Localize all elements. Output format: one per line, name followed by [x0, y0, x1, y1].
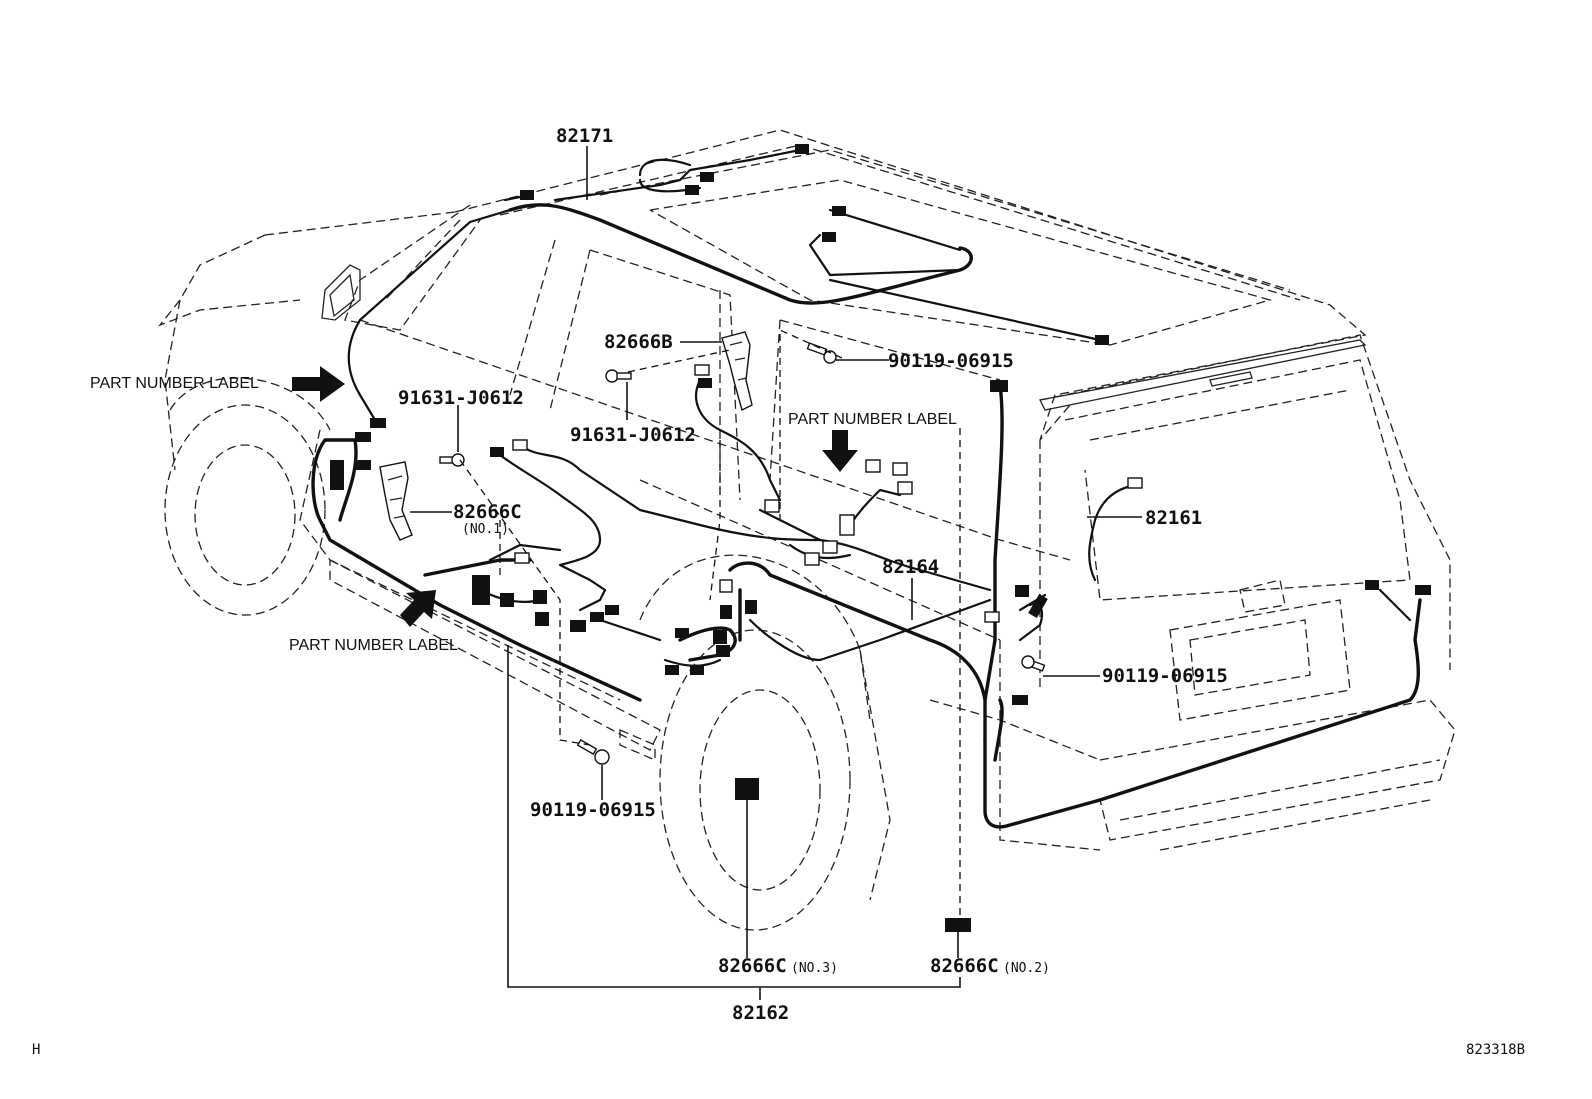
- part-label-90119-top: 90119-06915: [888, 350, 1014, 372]
- clip-icon: [379, 461, 413, 541]
- part-label-82161: 82161: [1145, 507, 1202, 529]
- part-label-90119-right: 90119-06915: [1102, 665, 1228, 687]
- arrow-icon: [822, 430, 858, 472]
- part-label-82162: 82162: [732, 1002, 789, 1024]
- part-label-82171: 82171: [556, 125, 613, 147]
- arrow-icon: [292, 366, 345, 402]
- connector-icon: [1095, 335, 1109, 345]
- part-label-82666B: 82666B: [604, 331, 673, 353]
- connector-icon: [897, 481, 913, 495]
- connector-icon: [535, 612, 549, 626]
- connector-icon: [764, 499, 780, 513]
- connector-icon: [865, 459, 881, 473]
- part-label-82666C-no3-sub: (NO.3): [791, 961, 838, 976]
- labels: 82171 82666B 90119-06915 91631-J0612 916…: [32, 125, 1525, 1058]
- connector-icon: [839, 514, 855, 536]
- part-label-82164: 82164: [882, 556, 939, 578]
- harness-82171-roof: [347, 148, 1102, 422]
- connector-icon: [822, 232, 836, 242]
- connector-icon: [694, 364, 710, 376]
- bolt-icon: [576, 738, 610, 765]
- bolt-icon: [806, 342, 837, 364]
- connector-icon: [1015, 585, 1029, 597]
- connector-icon: [500, 593, 514, 607]
- bolt-icon: [439, 453, 465, 467]
- connector-icon: [520, 190, 534, 200]
- part-number-label-lower: PART NUMBER LABEL: [289, 637, 458, 654]
- leader-lines: [410, 146, 1142, 1000]
- clip-82666B: [721, 331, 753, 412]
- connector-icon: [570, 620, 586, 632]
- connector-icon: [719, 579, 733, 593]
- bolt-icon: [605, 369, 632, 383]
- part-label-91631-left: 91631-J0612: [398, 387, 524, 409]
- connector-icon: [735, 778, 759, 800]
- part-label-82666C-no1: 82666C: [453, 501, 522, 523]
- connector-icon: [665, 665, 679, 675]
- connector-icon: [690, 665, 704, 675]
- connector-icon: [892, 462, 908, 476]
- connector-icon: [1415, 585, 1431, 595]
- connector-icon: [1127, 477, 1143, 489]
- illustration-number: 823318B: [1466, 1042, 1525, 1058]
- part-number-label-left: PART NUMBER LABEL: [90, 375, 259, 392]
- connector-icon: [713, 630, 727, 644]
- connector-icon: [355, 432, 371, 442]
- connector-icon: [1365, 580, 1379, 590]
- harness-82162-floor: [311, 438, 662, 702]
- connector-icon: [533, 590, 547, 604]
- part-label-82666C-no2: 82666C: [930, 955, 999, 977]
- connector-icon: [720, 605, 732, 619]
- part-label-82666C-no1-sub: (NO.1): [462, 522, 509, 537]
- connector-icon: [355, 460, 371, 470]
- connector-icon: [745, 600, 757, 614]
- connector-icon: [472, 575, 490, 605]
- connector-icon: [490, 447, 504, 457]
- connector-icon: [370, 418, 386, 428]
- connector-icon: [804, 552, 820, 566]
- connector-icon: [698, 378, 712, 388]
- connector-icon: [685, 185, 699, 195]
- vehicle-body-outline: [158, 129, 1456, 931]
- connector-icon: [1012, 695, 1028, 705]
- bolts: [439, 342, 1046, 765]
- connector-icon: [605, 605, 619, 615]
- part-label-82666C-no2-sub: (NO.2): [1003, 961, 1050, 976]
- connector-icon: [330, 460, 344, 490]
- corner-code-left: H: [32, 1042, 40, 1058]
- connector-icon: [1028, 593, 1048, 619]
- connectors: [330, 144, 1431, 932]
- part-number-label-center: PART NUMBER LABEL: [788, 411, 957, 428]
- harness-82161-rear: [983, 383, 1422, 829]
- part-label-90119-bottom: 90119-06915: [530, 799, 656, 821]
- part-label-82666C-no3: 82666C: [718, 955, 787, 977]
- connector-icon: [945, 918, 971, 932]
- clip-icon: [721, 331, 753, 412]
- connector-icon: [990, 380, 1008, 392]
- connector-icon: [984, 611, 1000, 623]
- connector-icon: [716, 645, 730, 657]
- connector-icon: [512, 439, 528, 451]
- connector-icon: [514, 552, 530, 564]
- connector-icon: [832, 206, 846, 216]
- connector-icon: [822, 540, 838, 554]
- clip-82666C-no1: [379, 461, 413, 541]
- part-label-91631-mid: 91631-J0612: [570, 424, 696, 446]
- arrow-icon: [400, 590, 436, 627]
- connector-icon: [590, 612, 604, 622]
- connector-icon: [700, 172, 714, 182]
- connector-icon: [675, 628, 689, 638]
- connector-icon: [795, 144, 809, 154]
- bolt-icon: [1021, 655, 1046, 672]
